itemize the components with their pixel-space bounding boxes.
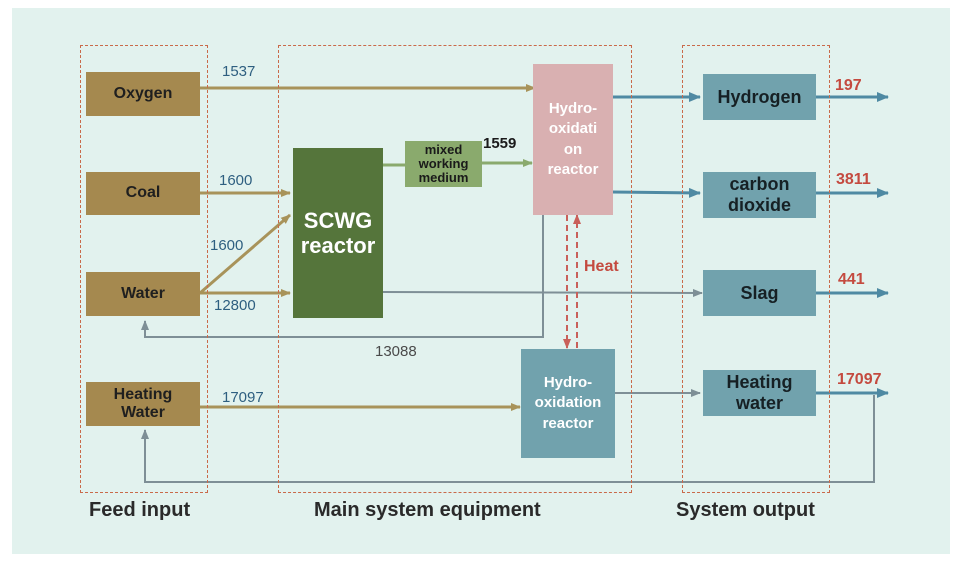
recycle-loop-line [141,215,544,338]
heating-water-feed-label-line1: Heating [113,385,173,403]
mixed-label-line3: medium [418,170,469,186]
mixed-flow-value: 1559 [483,135,517,152]
slag-output-box: Slag [703,270,816,316]
water-to-scwg-upper-arrow [199,213,291,295]
system-output-label: System output [676,499,815,521]
slag-output-value: 441 [838,271,865,288]
heating-water-flow-value: 17097 [222,389,264,406]
water-flow-value: 12800 [214,297,256,314]
reactor1-label-line4: reactor [547,160,599,178]
heating-water-output-value: 17097 [837,371,882,388]
scwg-label-line1: SCWG [303,207,373,233]
reactor1-label-line1: Hydro- [548,100,598,117]
reactor1-label-line2: oxidati [548,120,598,138]
reactor2-label-line2: oxidation [534,394,602,412]
heating-water-output-line2: water [735,393,784,413]
main-equipment-section [278,45,632,493]
scwg-reactor-box: SCWG reactor [293,148,383,318]
recycle-flow-value: 13088 [375,343,417,360]
coal-box: Coal [86,172,200,215]
co2-label-line2: dioxide [727,195,791,215]
mixed-label-line1: mixed [424,141,463,157]
reactor1-label-line3: on [563,140,583,158]
hydro-oxidation-reactor-top: Hydro- oxidati on reactor [533,64,613,215]
system-output-section [682,45,830,493]
heating-water-return-line [141,395,875,483]
reactor2-label-line3: reactor [542,414,594,432]
feed-input-label: Feed input [89,499,191,521]
feed-input-section [80,45,208,493]
heating-water-output-line1: Heating [726,372,793,393]
co2-label-line1: carbon [729,174,790,195]
water-up-flow-value: 1600 [210,237,244,254]
hydrogen-output-box: Hydrogen [703,74,816,120]
water-box: Water [86,272,200,316]
co2-output-box: carbon dioxide [703,172,816,218]
reactor-to-co2-arrow [611,187,701,198]
heating-water-feed-box: Heating Water [86,382,200,426]
main-equipment-label: Main system equipment [314,499,541,521]
oxygen-box: Oxygen [86,72,200,116]
hydro-oxidation-reactor-bottom: Hydro- oxidation reactor [521,349,615,458]
heating-water-feed-label-line2: Water [121,404,165,421]
coal-flow-value: 1600 [219,172,253,189]
mixed-label-line2: working [418,155,469,171]
hydrogen-label: Hydrogen [717,86,802,107]
hydrogen-output-value: 197 [835,77,862,94]
oxygen-flow-value: 1537 [222,63,256,80]
oxygen-label: Oxygen [113,84,173,102]
water-label: Water [121,284,165,302]
slag-label: Slag [740,282,779,303]
mixed-working-medium-box: mixed working medium [405,141,482,187]
heating-water-output-box: Heating water [703,370,816,416]
co2-output-value: 3811 [836,171,871,188]
scwg-label-line2: reactor [300,233,376,258]
reactor2-label-line1: Hydro- [543,374,593,392]
coal-label: Coal [125,184,161,202]
heat-label: Heat [584,258,619,275]
